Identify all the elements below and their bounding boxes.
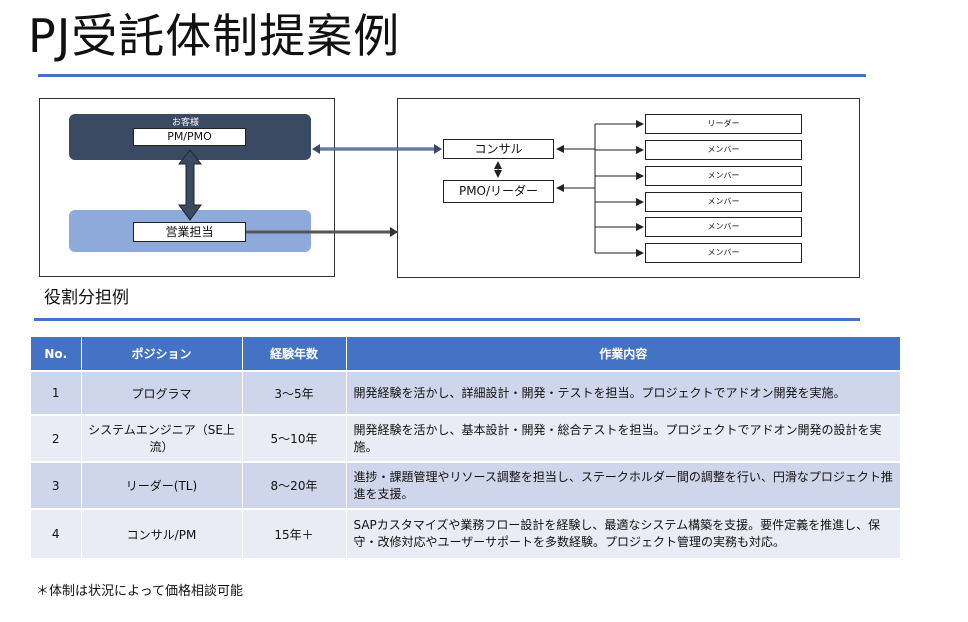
consul-node: コンサル: [443, 139, 554, 159]
member-node: メンバー: [645, 243, 802, 263]
cell-no: 2: [31, 414, 82, 462]
cell-position: コンサル/PM: [81, 508, 243, 558]
table-header-row: No. ポジション 経験年数 作業内容: [31, 337, 901, 371]
member-node: メンバー: [645, 217, 802, 237]
pmo-leader-node: PMO/リーダー: [443, 180, 554, 203]
title-underline: [38, 74, 866, 77]
cell-no: 4: [31, 508, 82, 558]
sales-vendor-arrow: [246, 227, 398, 237]
cell-years: 15年＋: [242, 508, 347, 558]
footnote: ＊体制は状況によって価格相談可能: [36, 584, 243, 599]
cell-position: プログラマ: [81, 370, 243, 415]
sales-node: 営業担当: [133, 222, 246, 242]
cell-years: 8～20年: [242, 461, 347, 509]
cell-work: SAPカスタマイズや業務フロー設計を経験し、最適なシステム構築を支援。要件定義を…: [346, 508, 901, 558]
cell-no: 3: [31, 461, 82, 509]
cell-position: リーダー(TL): [81, 461, 243, 509]
section-underline: [34, 318, 860, 321]
header-position: ポジション: [81, 337, 243, 371]
cell-work: 開発経験を活かし、詳細設計・開発・テストを担当。プロジェクトでアドオン開発を実施…: [346, 370, 901, 415]
cell-years: 5～10年: [242, 414, 347, 462]
cell-work: 進捗・課題管理やリソース調整を担当し、ステークホルダー間の調整を行い、円滑なプロ…: [346, 461, 901, 509]
roles-table: No. ポジション 経験年数 作業内容 1 プログラマ 3～5年 開発経験を活か…: [31, 337, 901, 558]
pm-consul-arrow: [312, 144, 442, 154]
member-node: メンバー: [645, 140, 802, 160]
table-row: 2 システムエンジニア（SE上流） 5～10年 開発経験を活かし、基本設計・開発…: [31, 414, 901, 462]
section-title: 役割分担例: [44, 288, 129, 308]
table-row: 1 プログラマ 3～5年 開発経験を活かし、詳細設計・開発・テストを担当。プロジ…: [31, 370, 901, 415]
cell-years: 3～5年: [242, 370, 347, 415]
header-no: No.: [31, 337, 82, 371]
cell-no: 1: [31, 370, 82, 415]
table-row: 4 コンサル/PM 15年＋ SAPカスタマイズや業務フロー設計を経験し、最適な…: [31, 508, 901, 558]
cell-position: システムエンジニア（SE上流）: [81, 414, 243, 462]
pm-sales-double-arrow: [177, 149, 203, 221]
header-work: 作業内容: [346, 337, 901, 371]
cell-work: 開発経験を活かし、基本設計・開発・総合テストを担当。プロジェクトでアドオン開発の…: [346, 414, 901, 462]
header-years: 経験年数: [242, 337, 347, 371]
member-node: リーダー: [645, 114, 802, 134]
table-row: 3 リーダー(TL) 8～20年 進捗・課題管理やリソース調整を担当し、ステーク…: [31, 461, 901, 509]
pm-pmo-node: PM/PMO: [133, 128, 246, 146]
member-node: メンバー: [645, 192, 802, 212]
member-node: メンバー: [645, 166, 802, 186]
page-title: PJ受託体制提案例: [28, 9, 401, 63]
client-label: お客様: [172, 118, 200, 128]
